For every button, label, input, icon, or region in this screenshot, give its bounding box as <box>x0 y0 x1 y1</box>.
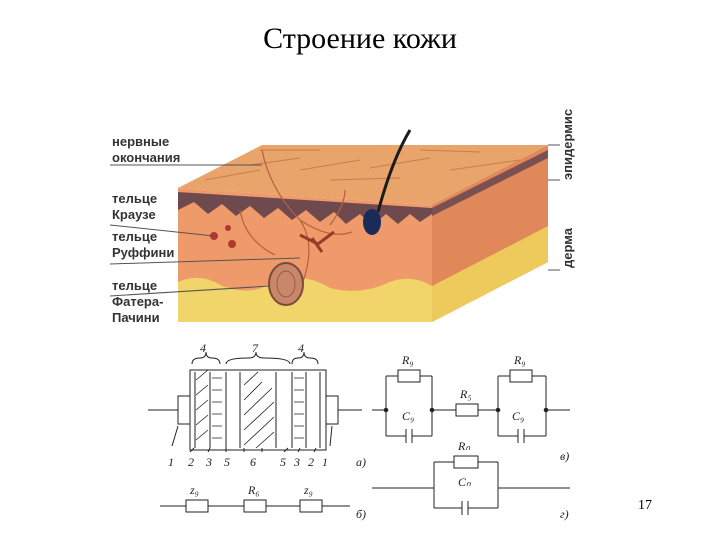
label-dermis: дерма <box>560 227 575 268</box>
label-nerve-endings-2: окончания <box>112 150 180 165</box>
label-cv-left: C₉ <box>402 409 414 423</box>
panel-letter-v: в) <box>560 449 569 463</box>
circuit-b <box>160 500 350 512</box>
krause-bulb <box>228 240 236 248</box>
label-pacini-2: Фатера- <box>112 294 163 309</box>
svg-text:6: 6 <box>250 455 256 469</box>
label-rn: Rₙ <box>457 439 470 453</box>
panel-letter-b: б) <box>356 507 366 521</box>
page-number: 17 <box>638 498 652 514</box>
layer-diagram <box>148 352 362 452</box>
krause-bulb <box>225 225 231 231</box>
svg-text:4: 4 <box>298 341 304 355</box>
svg-text:5: 5 <box>280 455 286 469</box>
svg-text:1: 1 <box>322 455 328 469</box>
label-r6: R₆ <box>247 483 260 497</box>
svg-text:2: 2 <box>188 455 194 469</box>
pacini-corpuscle <box>269 263 303 305</box>
fat-layer <box>178 278 432 322</box>
svg-text:7: 7 <box>252 341 259 355</box>
label-rv-left: R₉ <box>401 353 414 367</box>
svg-text:3: 3 <box>293 455 300 469</box>
label-r5: R₅ <box>459 387 472 401</box>
circuit-g <box>372 456 570 515</box>
hair-follicle <box>363 209 381 235</box>
label-rv-right: R₉ <box>513 353 526 367</box>
label-pacini-3: Пачини <box>112 310 160 325</box>
label-krause-1: тельце <box>112 191 157 206</box>
label-epidermis: эпидермис <box>560 109 575 180</box>
label-z1: z₉ <box>189 483 199 497</box>
svg-text:1: 1 <box>168 455 174 469</box>
svg-text:5: 5 <box>224 455 230 469</box>
layer-number-bottom: 1 2 3 5 6 5 3 2 1 <box>168 455 328 469</box>
label-cv-right: C₉ <box>512 409 524 423</box>
circuit-v <box>372 370 570 443</box>
label-ruffini-2: Руффини <box>112 245 174 260</box>
svg-text:3: 3 <box>205 455 212 469</box>
label-ruffini-1: тельце <box>112 229 157 244</box>
label-nerve-endings-1: нервные <box>112 134 169 149</box>
label-cn: Cₙ <box>458 475 471 489</box>
layer-number-top: 4 7 4 <box>200 341 304 355</box>
svg-text:4: 4 <box>200 341 206 355</box>
panel-letter-a: а) <box>356 455 366 469</box>
label-z2: z₉ <box>303 483 313 497</box>
label-pacini-1: тельце <box>112 278 157 293</box>
label-krause-2: Краузе <box>112 207 156 222</box>
skin-block <box>178 130 548 322</box>
panel-letter-g: г) <box>560 507 569 521</box>
svg-text:2: 2 <box>308 455 314 469</box>
